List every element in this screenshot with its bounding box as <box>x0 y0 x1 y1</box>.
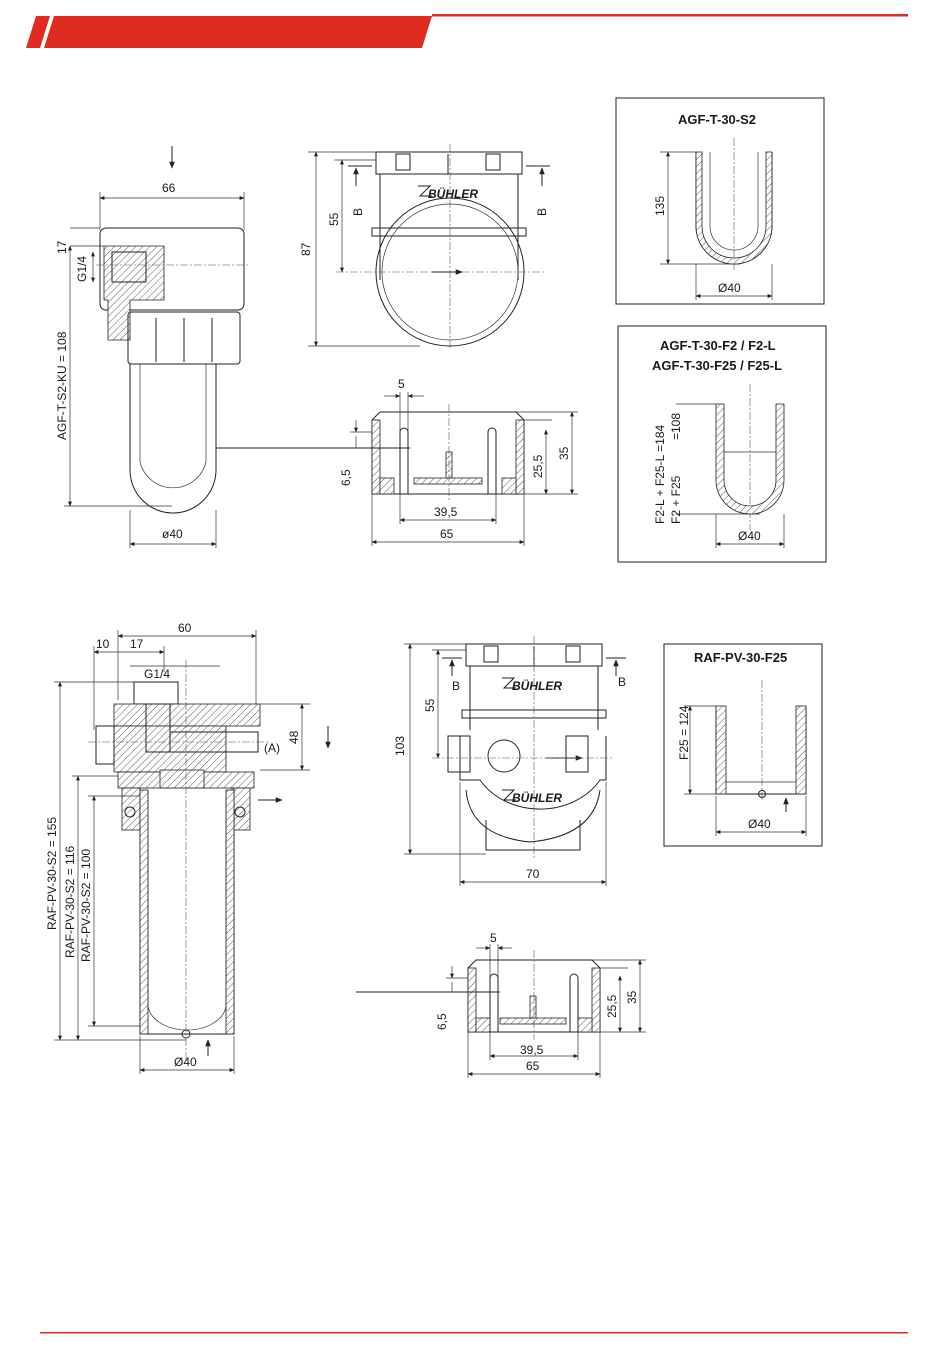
footer-rule <box>40 1332 908 1334</box>
raf-section-left: B <box>452 679 460 693</box>
agf-front-height-inner: 55 <box>327 212 341 226</box>
agf-section-bb: 5 6,5 25,5 35 39,5 65 <box>248 377 578 546</box>
box-agf-f2-label-a: F2-L + F25-L =184 <box>653 425 667 524</box>
raf-section-right: B <box>618 675 626 689</box>
box-agf-f2-label-b-value: =108 <box>669 413 683 440</box>
raf-side-view: 60 10 17 G1/4 (A) 48 <box>45 621 331 1074</box>
raf-front-logo-bottom: BÜHLER <box>512 790 562 805</box>
raf-section-bb: 5 6,5 25,5 35 39,5 65 <box>356 931 646 1078</box>
raf-length-100: RAF-PV-30-S2 = 100 <box>79 849 93 962</box>
box-agf-f2: AGF-T-30-F2 / F2-L AGF-T-30-F25 / F25-L … <box>617 325 827 563</box>
box-raf-f25-diameter: Ø40 <box>748 817 771 831</box>
agf-front-logo: BÜHLER <box>428 186 478 201</box>
raf-top-width: 60 <box>178 621 192 635</box>
agf-section-outer-height: 35 <box>557 446 571 460</box>
box-raf-f25-height: F25 = 124 <box>677 705 691 760</box>
agf-front-view: BÜHLER 87 55 B B <box>299 144 550 350</box>
agf-width-label: 66 <box>162 181 176 195</box>
raf-section-inner-width: 39,5 <box>520 1043 544 1057</box>
raf-front-width: 70 <box>526 867 540 881</box>
raf-front-height-inner: 55 <box>423 698 437 712</box>
raf-left-offset: 10 <box>96 637 110 651</box>
agf-length-label: AGF-T-S2-KU = 108 <box>55 331 69 440</box>
raf-length-116: RAF-PV-30-S2 = 116 <box>63 846 77 958</box>
raf-thread-label: G1/4 <box>144 667 170 681</box>
raf-front-logo-top: BÜHLER <box>512 678 562 693</box>
agf-thread-label: G1/4 <box>75 256 89 282</box>
raf-section-outer-height: 35 <box>625 990 639 1004</box>
raf-front-height-total: 103 <box>393 736 407 756</box>
raf-section-height-label: 6,5 <box>435 1013 449 1030</box>
agf-section-slot-label: 5 <box>398 377 405 391</box>
raf-inner-offset: 17 <box>130 637 144 651</box>
raf-port-label: (A) <box>264 741 280 755</box>
box-agf-s2: AGF-T-30-S2 135 Ø40 <box>615 97 825 305</box>
raf-port-height: 48 <box>287 730 301 744</box>
box-agf-f2-title-2: AGF-T-30-F25 / F25-L <box>652 358 782 373</box>
box-agf-s2-height: 135 <box>653 196 667 216</box>
agf-side-view: 66 17 G1/4 AGF-T-S2-KU = 108 ø40 <box>55 146 290 548</box>
raf-section-inner-height: 25,5 <box>605 994 619 1018</box>
agf-section-inner-width: 39,5 <box>434 505 458 519</box>
banner-stripe-small <box>26 16 50 48</box>
agf-section-right: B <box>535 208 549 216</box>
box-agf-s2-title: AGF-T-30-S2 <box>678 112 756 127</box>
agf-section-left: B <box>351 208 365 216</box>
box-agf-f2-diameter: Ø40 <box>738 529 761 543</box>
banner-stripe-large <box>44 16 432 48</box>
agf-section-inner-height: 25,5 <box>531 454 545 478</box>
agf-section-height-label: 6,5 <box>339 469 353 486</box>
box-agf-f2-label-b: F2 + F25 <box>669 475 683 524</box>
agf-diameter-label: ø40 <box>162 527 183 541</box>
box-agf-f2-title-1: AGF-T-30-F2 / F2-L <box>660 338 776 353</box>
box-raf-f25-title: RAF-PV-30-F25 <box>694 650 787 665</box>
raf-section-outer-width: 65 <box>526 1059 540 1073</box>
box-agf-s2-diameter: Ø40 <box>718 281 741 295</box>
header-banner <box>26 14 908 48</box>
raf-front-view: BÜHLER BÜHLER 103 55 B B 70 <box>393 636 626 886</box>
raf-section-slot-label: 5 <box>490 931 497 945</box>
banner-rule <box>432 14 908 17</box>
agf-front-height-total: 87 <box>299 242 313 256</box>
agf-section-outer-width: 65 <box>440 527 454 541</box>
raf-length-155: RAF-PV-30-S2 = 155 <box>45 817 59 930</box>
agf-top-label: 17 <box>55 240 69 254</box>
box-raf-f25: RAF-PV-30-F25 F25 = 124 Ø40 <box>663 643 823 847</box>
raf-diameter: Ø40 <box>174 1055 197 1069</box>
